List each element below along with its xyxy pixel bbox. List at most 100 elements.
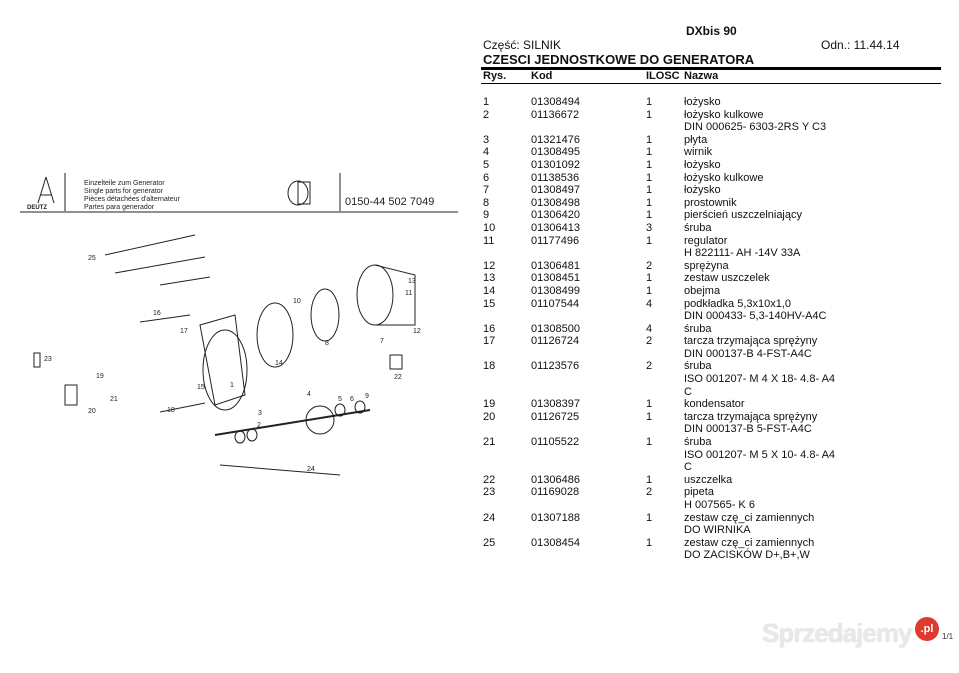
cell-nazwa: DIN 000625- 6303-2RS Y C3 xyxy=(684,121,827,134)
caption-de: Einzelteile zum Generator xyxy=(84,180,165,187)
cell-rys: 7 xyxy=(483,184,490,197)
cell-nazwa: kondensator xyxy=(684,398,745,411)
caption-es: Partes para generador xyxy=(84,204,155,211)
callout-6: 6 xyxy=(350,396,354,403)
cell-ilosc: 1 xyxy=(646,96,653,108)
callout-17: 17 xyxy=(180,328,188,335)
cell-rys: 21 xyxy=(483,436,496,449)
cell-rys: 15 xyxy=(483,297,496,310)
callout-13: 13 xyxy=(408,278,416,285)
caption-en: Single parts for generator xyxy=(84,188,164,195)
cell-nazwa: łożysko xyxy=(684,96,721,108)
diagram-svg: Einzelteile zum Generator Single parts f… xyxy=(20,173,458,476)
cell-kod: 01307188 xyxy=(531,511,580,524)
column-header-kod: Kod xyxy=(531,70,553,82)
callout-20: 20 xyxy=(88,408,96,415)
cell-nazwa: łożysko xyxy=(684,184,721,197)
cell-kod: 01306413 xyxy=(531,221,580,234)
callout-24: 24 xyxy=(307,466,315,473)
cell-ilosc: 1 xyxy=(646,410,653,423)
cell-nazwa: DO WIRNIKA xyxy=(684,524,751,537)
cell-rys: 8 xyxy=(483,196,490,209)
cell-nazwa: ISO 001207- M 4 X 18- 4.8- A4 xyxy=(684,373,836,386)
cell-nazwa: regulator xyxy=(684,234,728,247)
cell-nazwa: pipeta xyxy=(684,486,714,499)
cell-rys: 1 xyxy=(483,96,490,108)
cell-nazwa: C xyxy=(684,385,692,398)
callout-11: 11 xyxy=(405,290,412,297)
callout-21: 21 xyxy=(110,396,118,403)
cell-ilosc: 1 xyxy=(646,158,653,171)
callout-5: 5 xyxy=(338,396,342,403)
cell-ilosc: 1 xyxy=(646,284,653,297)
page-title: CZESCI JEDNOSTKOWE DO GENERATORA xyxy=(483,52,755,67)
cell-ilosc: 3 xyxy=(646,221,653,234)
column-header-nazwa: Nazwa xyxy=(684,70,719,82)
cell-rys: 5 xyxy=(483,158,490,171)
cell-nazwa: łożysko kulkowe xyxy=(684,171,764,184)
cell-kod: 01169028 xyxy=(531,486,580,499)
cell-rys: 17 xyxy=(483,335,496,348)
column-header-ilosc: ILOSC xyxy=(646,70,680,82)
cell-nazwa: DIN 000137-B 5-FST-A4C xyxy=(684,423,812,436)
cell-nazwa: C xyxy=(684,461,692,474)
cell-kod: 01308499 xyxy=(531,284,580,297)
callout-23: 23 xyxy=(44,356,52,363)
watermark-text: Sprzedajemy xyxy=(762,618,912,648)
logo-text: DEUTZ xyxy=(27,205,47,211)
cell-rys: 24 xyxy=(483,511,496,524)
cell-rys: 13 xyxy=(483,272,496,285)
cell-nazwa: DIN 000137-B 4-FST-A4C xyxy=(684,347,812,360)
cell-kod: 01306420 xyxy=(531,209,580,222)
cell-rys: 22 xyxy=(483,473,496,486)
caption-fr: Pièces détachées d'alternateur xyxy=(84,196,181,203)
cell-kod: 01306486 xyxy=(531,473,580,486)
cell-ilosc: 1 xyxy=(646,171,653,184)
callout-15: 15 xyxy=(197,384,205,391)
cell-ilosc: 1 xyxy=(646,536,653,549)
cell-nazwa: sprężyna xyxy=(684,259,729,272)
callout-4: 4 xyxy=(307,391,311,398)
cell-nazwa: śruba xyxy=(684,221,712,234)
cell-kod: 01308500 xyxy=(531,322,580,335)
cell-nazwa: uszczelka xyxy=(684,473,733,486)
callout-9: 9 xyxy=(365,393,369,400)
cell-kod: 01308495 xyxy=(531,146,580,159)
cell-kod: 01301092 xyxy=(531,158,580,171)
cell-nazwa: wirnik xyxy=(684,146,713,159)
cell-kod: 01308494 xyxy=(531,96,580,108)
cell-ilosc: 1 xyxy=(646,146,653,159)
cell-nazwa: tarcza trzymająca sprężyny xyxy=(684,335,818,348)
cell-rys: 11 xyxy=(483,234,495,247)
cell-rys: 23 xyxy=(483,486,496,499)
cell-ilosc: 1 xyxy=(646,108,653,121)
cell-nazwa: łożysko kulkowe xyxy=(684,108,764,121)
callout-19: 19 xyxy=(96,373,104,380)
cell-nazwa: ISO 001207- M 5 X 10- 4.8- A4 xyxy=(684,448,836,461)
cell-ilosc: 2 xyxy=(646,259,653,272)
cell-ilosc: 1 xyxy=(646,234,653,247)
cell-nazwa: łożysko xyxy=(684,158,721,171)
cell-kod: 01126724 xyxy=(531,335,580,348)
cell-nazwa: zestaw uszczelek xyxy=(684,272,770,285)
cell-nazwa: śruba xyxy=(684,322,712,335)
cell-rys: 2 xyxy=(483,108,490,121)
exploded-diagram: Einzelteile zum Generator Single parts f… xyxy=(20,165,460,505)
cell-nazwa: H 822111- AH -14V 33A xyxy=(684,247,801,260)
table-row: 5 01301092 1 łożysko xyxy=(0,159,959,172)
cell-rys: 25 xyxy=(483,536,496,549)
callout-14: 14 xyxy=(275,360,283,367)
